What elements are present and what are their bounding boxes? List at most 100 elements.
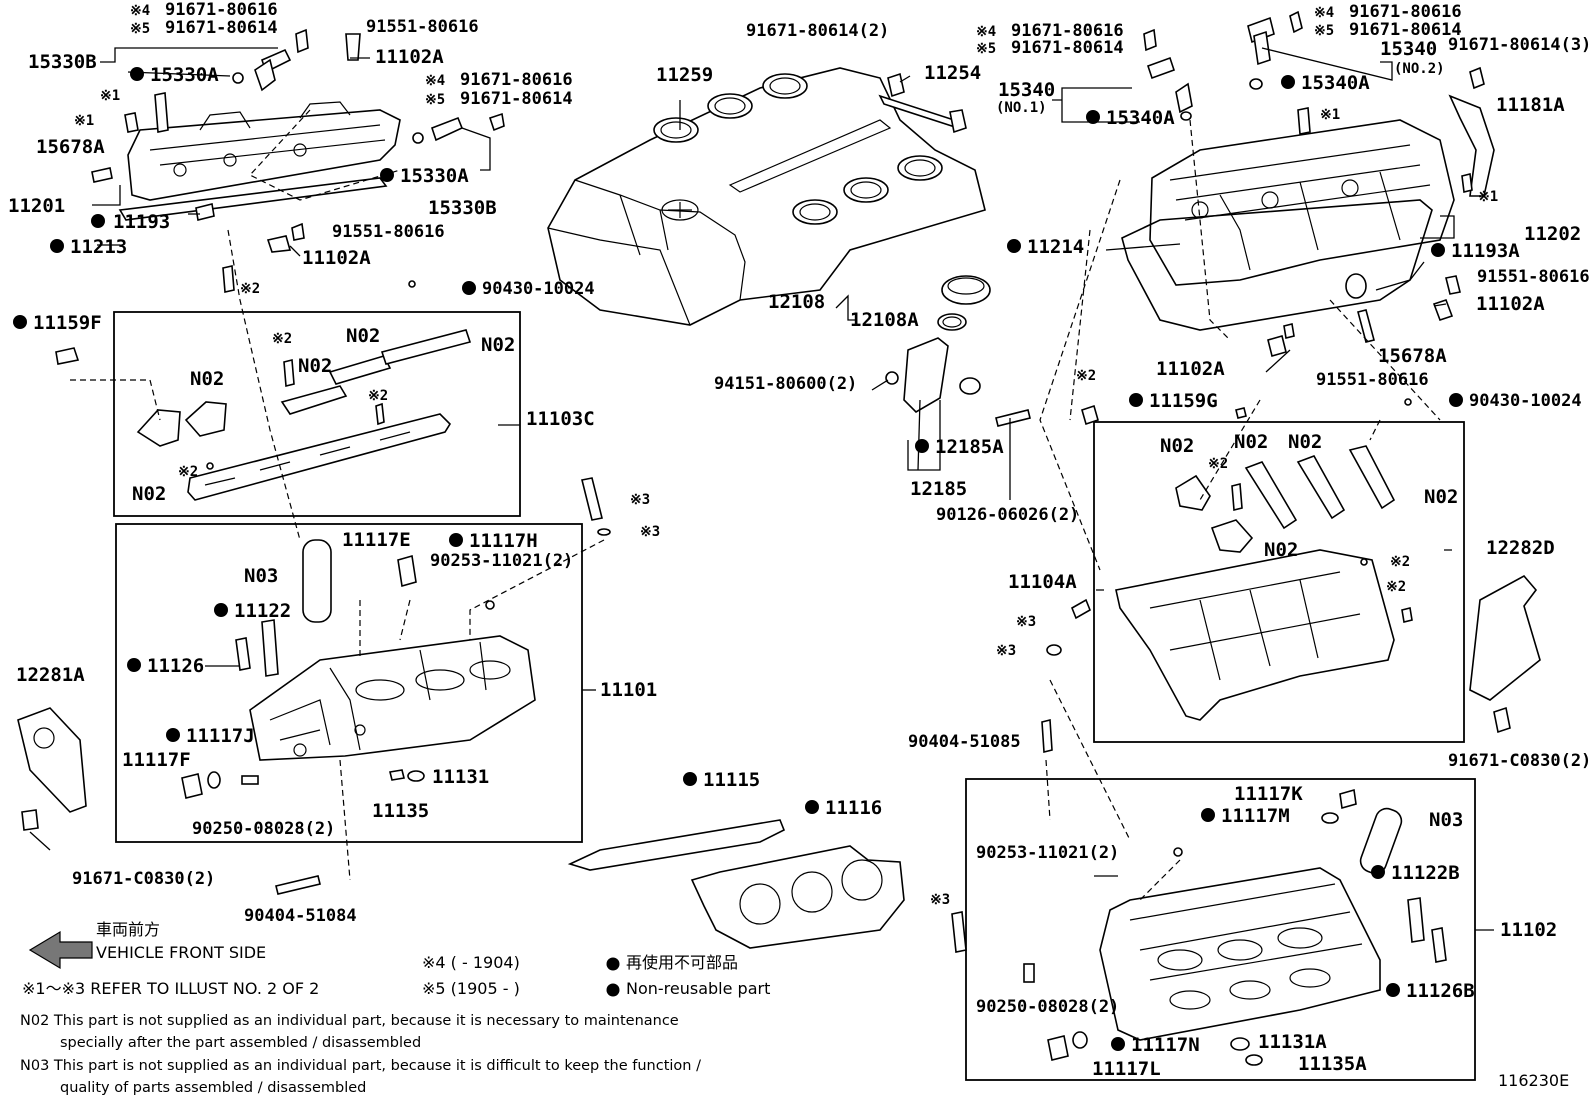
part-11126b-label[interactable]: 11126B	[1406, 980, 1475, 1002]
part-11122b-label[interactable]: 11122B	[1391, 862, 1460, 884]
part-91551-80616-label[interactable]: 91551-80616	[332, 222, 445, 242]
part-90126-06026-label[interactable]: 90126-06026(2)	[936, 505, 1079, 525]
part-11193-label[interactable]: 11193	[113, 211, 170, 233]
part-91551-80616-label[interactable]: 91551-80616	[366, 17, 479, 37]
part-11102a-label[interactable]: 11102A	[302, 247, 371, 269]
part-11193a-label[interactable]: 11193A	[1451, 240, 1520, 262]
part-11117k-label[interactable]: 11117K	[1234, 783, 1303, 805]
part-91671-80614-label[interactable]: 91671-80614	[165, 18, 278, 38]
part-12108-label[interactable]: 12108	[768, 291, 825, 313]
n02-label: N02	[481, 334, 515, 356]
part-11103c-label[interactable]: 11103C	[526, 408, 595, 430]
part-11117f-label[interactable]: 11117F	[122, 749, 191, 771]
part-11115-label[interactable]: 11115	[703, 769, 760, 791]
part-15340a-label[interactable]: 15340A	[1301, 72, 1370, 94]
part-94151-80600-label[interactable]: 94151-80600(2)	[714, 374, 857, 394]
part-11131-label[interactable]: 11131	[432, 766, 489, 788]
part-11117n-label[interactable]: 11117N	[1131, 1034, 1200, 1056]
part-11214-label[interactable]: 11214	[1027, 236, 1084, 258]
part-11102a-label[interactable]: 11102A	[375, 46, 444, 68]
part-90404-51085-label[interactable]: 90404-51085	[908, 732, 1021, 752]
nonreuse-11116-icon	[805, 800, 819, 814]
part-12282d-label[interactable]: 12282D	[1486, 537, 1555, 559]
part-15340-no2-label[interactable]: 15340	[1380, 38, 1437, 60]
part-11126-label[interactable]: 11126	[147, 655, 204, 677]
nonreuse-11122b-icon	[1371, 865, 1385, 879]
part-11102a-label[interactable]: 11102A	[1156, 358, 1225, 380]
part-11102a-label[interactable]: 11102A	[1476, 293, 1545, 315]
part-11135a-label[interactable]: 11135A	[1298, 1053, 1367, 1075]
mark-4-label: ※4	[1314, 5, 1334, 21]
part-91671-80616-label[interactable]: 91671-80616	[1011, 21, 1124, 41]
part-11201-label[interactable]: 11201	[8, 195, 65, 217]
part-11159f-label[interactable]: 11159F	[33, 312, 102, 334]
part-15330a-label[interactable]: 15330A	[400, 165, 469, 187]
part-91551-80616-label[interactable]: 91551-80616	[1316, 370, 1429, 390]
part-90430-10024-label[interactable]: 90430-10024	[482, 279, 595, 299]
mark-2-label: ※2	[178, 464, 198, 480]
part-15678a-label[interactable]: 15678A	[36, 136, 105, 158]
mark-3-label: ※3	[630, 492, 650, 508]
part-91671-c0830-label[interactable]: 91671-C0830(2)	[1448, 751, 1591, 771]
part-15330b-label[interactable]: 15330B	[28, 51, 97, 73]
left-small-parts	[55, 28, 505, 365]
part-11213-label[interactable]: 11213	[70, 236, 127, 258]
n02-label: N02	[190, 368, 224, 390]
part-12185a-label[interactable]: 12185A	[935, 436, 1004, 458]
part-11101-label[interactable]: 11101	[600, 679, 657, 701]
part-12185-label[interactable]: 12185	[910, 478, 967, 500]
nonreuse-bullet-en-icon	[606, 983, 620, 997]
part-11117h-label[interactable]: 11117H	[469, 530, 538, 552]
part-11259-label[interactable]: 11259	[656, 64, 713, 86]
part-91551-80616-label[interactable]: 91551-80616	[1477, 267, 1590, 287]
part-11117e-label[interactable]: 11117E	[342, 529, 411, 551]
part-91671-80614-3-label[interactable]: 91671-80614(3)	[1448, 35, 1591, 55]
notes: N02 This part is not supplied as an indi…	[20, 1013, 701, 1096]
part-15678a-label[interactable]: 15678A	[1378, 345, 1447, 367]
part-11254-label[interactable]: 11254	[924, 62, 981, 84]
part-11159g-label[interactable]: 11159G	[1149, 390, 1218, 412]
front-side-en-label: VEHICLE FRONT SIDE	[96, 943, 266, 962]
part-11117j-label[interactable]: 11117J	[186, 725, 255, 747]
part-11117l-label[interactable]: 11117L	[1092, 1058, 1161, 1080]
part-90253-11021-label[interactable]: 90253-11021(2)	[430, 551, 573, 571]
nonreuse-jp-label: 再使用不可部品	[626, 953, 738, 972]
part-11116-label[interactable]: 11116	[825, 797, 882, 819]
nonreuse-11213-icon	[50, 239, 64, 253]
bracket-12282d-drawing	[1469, 574, 1541, 734]
part-90250-08028-label[interactable]: 90250-08028(2)	[192, 819, 335, 839]
part-90253-11021-label[interactable]: 90253-11021(2)	[976, 843, 1119, 863]
part-15340-no1-label[interactable]: 15340	[998, 79, 1055, 101]
part-11181a-label[interactable]: 11181A	[1496, 94, 1565, 116]
part-91671-80614-label[interactable]: 91671-80614	[460, 89, 573, 109]
part-90430-10024-label[interactable]: 90430-10024	[1469, 391, 1582, 411]
part-11104a-label[interactable]: 11104A	[1008, 571, 1077, 593]
part-12108a-label[interactable]: 12108A	[850, 309, 919, 331]
no2-label: (NO.2)	[1394, 61, 1445, 77]
mark-5-label: ※5	[130, 21, 150, 37]
part-91671-80614-2-label[interactable]: 91671-80614(2)	[746, 21, 889, 41]
nonreuse-11159g-icon	[1129, 393, 1143, 407]
part-15330b-label[interactable]: 15330B	[428, 197, 497, 219]
part-11117m-label[interactable]: 11117M	[1221, 805, 1290, 827]
part-91671-80614-label[interactable]: 91671-80614	[1011, 38, 1124, 58]
part-11122-label[interactable]: 11122	[234, 600, 291, 622]
part-91671-80616-label[interactable]: 91671-80616	[165, 0, 278, 20]
part-91671-80616-label[interactable]: 91671-80616	[1349, 2, 1462, 22]
part-91671-80616-label[interactable]: 91671-80616	[460, 70, 573, 90]
part-11202-label[interactable]: 11202	[1524, 223, 1581, 245]
part-11135-label[interactable]: 11135	[372, 800, 429, 822]
n02-label: N02	[1288, 431, 1322, 453]
cam-housing-left-drawing	[136, 329, 472, 501]
part-90404-51084-label[interactable]: 90404-51084	[244, 906, 357, 926]
nonreuse-en-label: Non-reusable part	[626, 979, 770, 998]
part-11131a-label[interactable]: 11131A	[1258, 1031, 1327, 1053]
engine-cover-drawing	[547, 67, 986, 326]
part-15330a-label[interactable]: 15330A	[150, 64, 219, 86]
part-11102-label[interactable]: 11102	[1500, 919, 1557, 941]
part-15340a-label[interactable]: 15340A	[1106, 107, 1175, 129]
part-90250-08028-label[interactable]: 90250-08028(2)	[976, 997, 1119, 1017]
part-91671-80614-label[interactable]: 91671-80614	[1349, 20, 1462, 40]
part-12281a-label[interactable]: 12281A	[16, 664, 85, 686]
part-91671-c0830-label[interactable]: 91671-C0830(2)	[72, 869, 215, 889]
